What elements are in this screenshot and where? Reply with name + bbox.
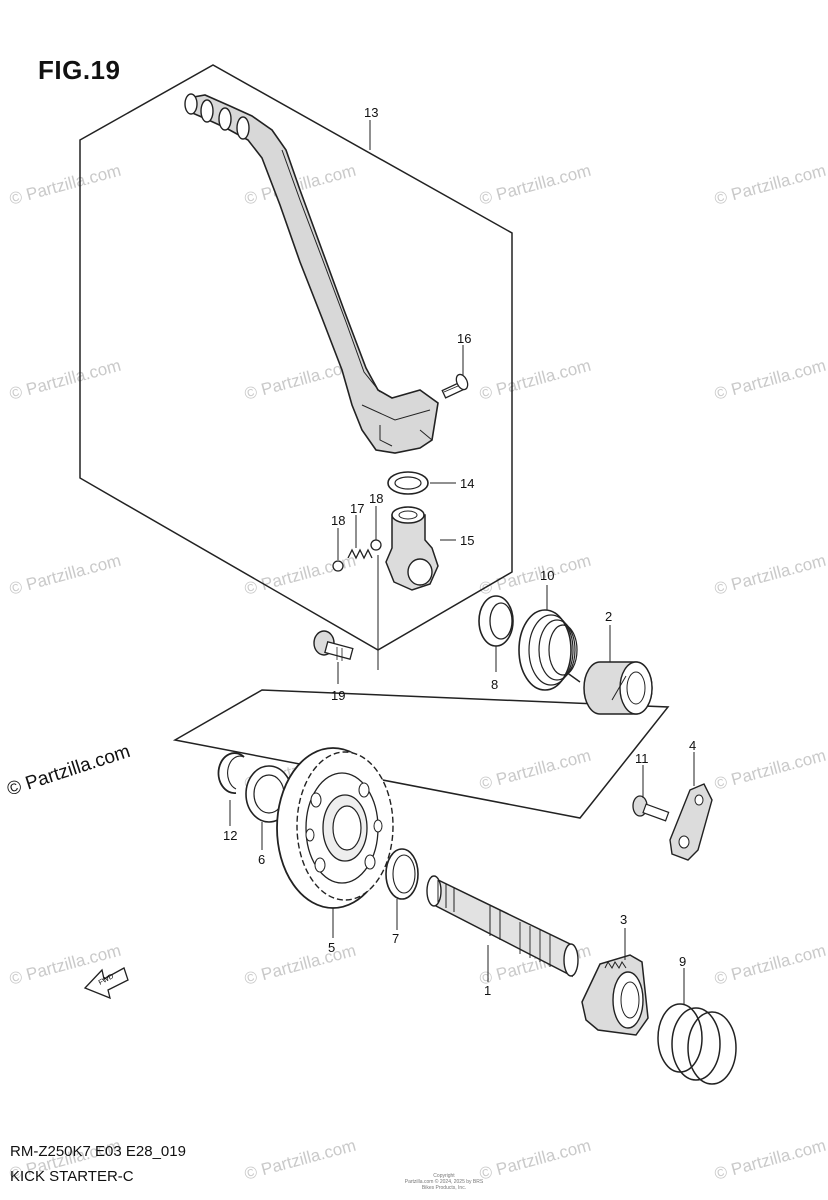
callout-15[interactable]: 15 (460, 533, 474, 548)
callout-14[interactable]: 14 (460, 476, 474, 491)
callout-10[interactable]: 10 (540, 568, 554, 583)
figure-label: FIG.19 (38, 55, 121, 85)
callout-17[interactable]: 17 (350, 501, 364, 516)
callout-7[interactable]: 7 (392, 931, 399, 946)
callout-5[interactable]: 5 (328, 940, 335, 955)
callout-12[interactable]: 12 (223, 828, 237, 843)
bolt-19[interactable] (313, 630, 354, 661)
callout-1[interactable]: 1 (484, 983, 491, 998)
circlip-12[interactable] (217, 752, 245, 794)
kick-lever-assembly-box (79, 64, 513, 651)
return-spring-10[interactable] (518, 609, 581, 691)
guide-2[interactable] (583, 661, 653, 715)
callout-19[interactable]: 19 (331, 688, 345, 703)
bolt-11[interactable] (632, 795, 670, 822)
kick-starter-boss-15[interactable] (385, 506, 439, 591)
model-code: RM-Z250K7 E03 E28_019 (10, 1143, 186, 1160)
diagram-title: KICK STARTER-C (10, 1168, 134, 1185)
callout-8[interactable]: 8 (491, 677, 498, 692)
ratchet-spring-9[interactable] (657, 1003, 737, 1085)
callout-6[interactable]: 6 (258, 852, 265, 867)
washer-7[interactable] (385, 848, 419, 900)
bolt-16[interactable] (441, 373, 470, 399)
fwd-arrow-icon: FWD (83, 967, 129, 1000)
stopper-plate-4[interactable] (669, 783, 713, 861)
leader-lines (229, 120, 695, 1004)
shaft-assembly-box (172, 689, 670, 819)
ball-18-left[interactable] (332, 560, 344, 572)
callout-2[interactable]: 2 (605, 609, 612, 624)
callout-13[interactable]: 13 (364, 105, 378, 120)
washer-14[interactable] (387, 471, 429, 495)
callout-9[interactable]: 9 (679, 954, 686, 969)
callout-16[interactable]: 16 (457, 331, 471, 346)
spring-17[interactable] (347, 548, 373, 560)
kick-starter-shaft-1[interactable] (426, 875, 579, 978)
callout-4[interactable]: 4 (689, 738, 696, 753)
ratchet-3[interactable] (581, 954, 649, 1036)
kick-drive-gear-5[interactable] (276, 747, 394, 909)
kick-starter-lever[interactable] (184, 93, 439, 454)
callout-3[interactable]: 3 (620, 912, 627, 927)
callout-18-right[interactable]: 18 (369, 491, 383, 506)
bushing-8[interactable] (478, 595, 514, 647)
callout-18-left[interactable]: 18 (331, 513, 345, 528)
copyright-notice: Copyright Partzilla.com © 2024, 2025 by … (404, 1173, 484, 1191)
callout-11[interactable]: 11 (635, 751, 649, 766)
ball-18-right[interactable] (370, 539, 382, 551)
